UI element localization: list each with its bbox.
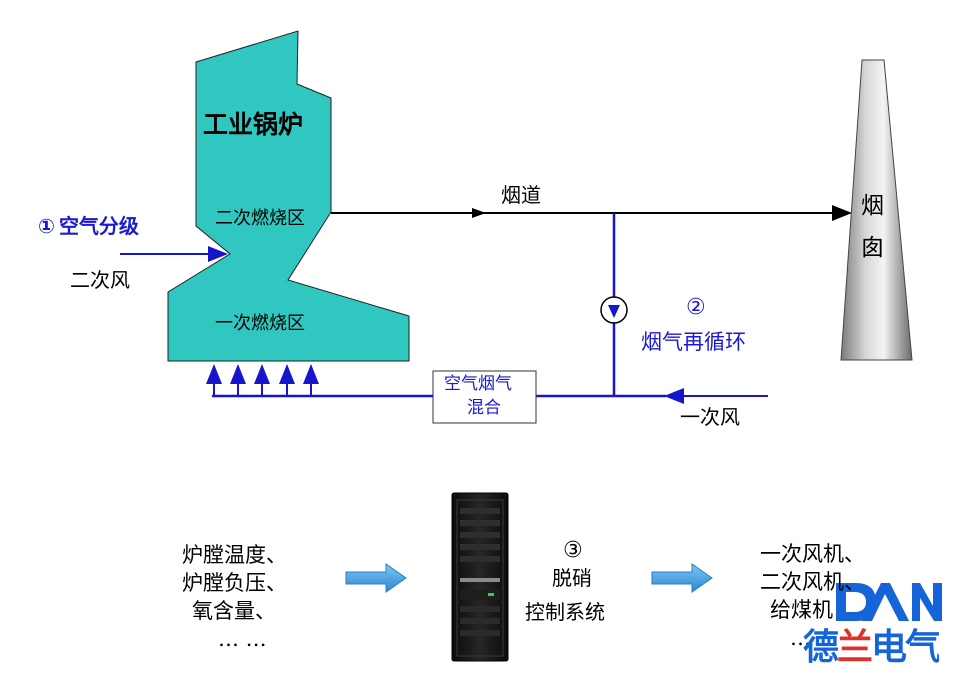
fgr-marker: ② xyxy=(686,295,706,320)
fan-arrow xyxy=(608,305,620,318)
air-staging-marker: ① xyxy=(38,214,55,238)
secondary-zone-label: 二次燃烧区 xyxy=(215,208,305,229)
flue-label: 烟道 xyxy=(501,183,541,207)
control-cabinet xyxy=(451,492,509,662)
chimney-label-1: 烟 xyxy=(861,193,884,219)
output-item: … xyxy=(790,626,811,650)
flue-arrowhead xyxy=(472,208,486,218)
output-item: 给煤机 xyxy=(770,598,833,622)
mixing-box-line2: 混合 xyxy=(467,398,501,418)
input-item: 炉膛温度、 xyxy=(182,543,287,567)
fgr-label: 烟气再循环 xyxy=(641,330,746,354)
output-item: 二次风机、 xyxy=(760,570,865,594)
mixing-box-line1: 空气烟气 xyxy=(444,374,512,394)
primary-zone-label: 一次燃烧区 xyxy=(215,313,305,334)
primary-air-label: 一次风 xyxy=(680,405,740,429)
feed-arrows xyxy=(206,364,319,397)
chimney-label-2: 囱 xyxy=(861,235,884,261)
secondary-air-label: 二次风 xyxy=(70,268,130,292)
output-arrow xyxy=(651,563,713,593)
input-item: 氧含量、 xyxy=(192,599,276,623)
control-line1: 脱硝 xyxy=(552,566,592,590)
air-staging-text: 空气分级 xyxy=(58,214,139,238)
control-line2: 控制系统 xyxy=(525,600,605,624)
control-marker: ③ xyxy=(563,538,583,563)
chimney-shape xyxy=(840,59,913,361)
input-arrow xyxy=(345,563,407,593)
boiler-title: 工业锅炉 xyxy=(203,110,304,139)
input-list: 炉膛温度、 炉膛负压、 氧含量、 … … xyxy=(182,541,287,653)
boiler-shape xyxy=(167,30,410,362)
logo-text-value: 德兰电气 xyxy=(803,627,941,668)
logo-text: 德兰电气 xyxy=(803,627,941,668)
logo-mark xyxy=(836,583,942,621)
output-list: 一次风机、 二次风机、 给煤机 … xyxy=(760,540,865,652)
output-item: 一次风机、 xyxy=(760,542,865,566)
input-item: 炉膛负压、 xyxy=(182,571,287,595)
input-item: … … xyxy=(218,627,267,651)
